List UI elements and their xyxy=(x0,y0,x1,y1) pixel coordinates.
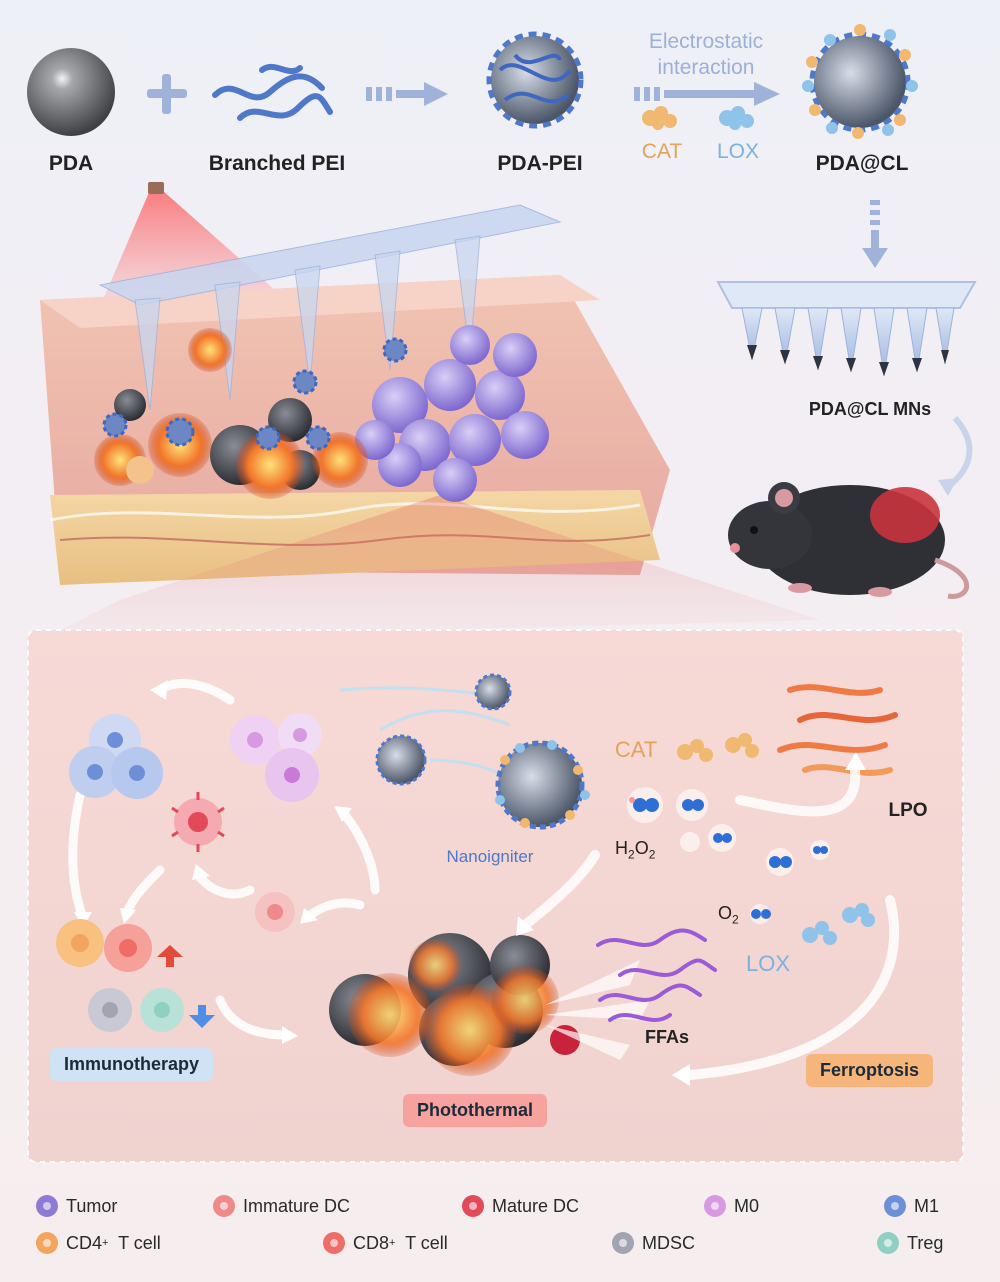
burning-tumor-in-skin xyxy=(94,328,368,499)
pda-cl-particle xyxy=(802,24,918,139)
curved-arrow-to-mouse xyxy=(948,415,973,488)
dashed-arrow-1 xyxy=(366,82,448,106)
down-arrow-to-mns xyxy=(862,200,888,268)
cat-enzymes xyxy=(677,733,759,762)
m0-macrophages xyxy=(230,713,322,802)
pda-cl-label: PDA@CL xyxy=(815,152,909,175)
legend-item-immature-dc: Immature DC xyxy=(213,1195,350,1217)
branched-pei-label: Branched PEI xyxy=(208,152,346,175)
legend-item-mdsc: MDSC xyxy=(612,1232,695,1254)
lox-enzyme-small xyxy=(719,106,754,130)
plus-sign xyxy=(147,74,187,114)
legend: Tumor Immature DC Mature DC M0 M1 CD4+ T… xyxy=(0,1185,1000,1275)
microneedle-patch xyxy=(716,281,977,377)
cat-label: CAT xyxy=(614,737,658,762)
m1-macrophages xyxy=(69,714,163,799)
nanoparticles-in-skin xyxy=(102,337,408,451)
cat-label-top: CAT xyxy=(641,140,683,163)
legend-item-cd4: CD4+ T cell xyxy=(36,1232,161,1254)
immature-dc-legend-icon xyxy=(213,1195,235,1217)
ferroptosis-arrows xyxy=(520,765,900,1080)
lox-label-top: LOX xyxy=(716,140,760,163)
pda-pei-label: PDA-PEI xyxy=(497,152,583,175)
lox-enzymes xyxy=(802,903,875,945)
treg-legend-icon xyxy=(877,1232,899,1254)
electrostatic-label: Electrostatic xyxy=(648,30,764,53)
tumor-legend-icon xyxy=(36,1195,58,1217)
nanoigniter-particles xyxy=(375,673,590,830)
ferroptosis-arrowheads xyxy=(516,752,866,1086)
legend-item-mature-dc: Mature DC xyxy=(462,1195,579,1217)
ffas-label: FFAs xyxy=(644,1027,690,1047)
curved-arrow-head xyxy=(938,478,958,496)
immature-dc-cell xyxy=(255,892,295,932)
legend-item-tumor: Tumor xyxy=(36,1195,117,1217)
immune-cycle-arrowheads xyxy=(74,680,352,1044)
photothermal-pill: Photothermal xyxy=(403,1094,548,1127)
ferroptosis-pill: Ferroptosis xyxy=(806,1054,934,1087)
pda-cl-mns-label: PDA@CL MNs xyxy=(808,399,932,419)
burning-tumor xyxy=(329,933,580,1076)
o2-molecules xyxy=(750,840,830,924)
o2-label: O2 xyxy=(718,903,739,927)
cd4-legend-icon xyxy=(36,1232,58,1254)
lpo-label: LPO xyxy=(888,800,928,821)
zoom-wedge xyxy=(40,495,820,640)
legend-item-treg: Treg xyxy=(877,1232,943,1254)
pda-sphere xyxy=(27,48,115,136)
mature-dc-cell xyxy=(171,792,225,852)
pda-label: PDA xyxy=(48,152,94,175)
tumor-cluster-in-skin xyxy=(355,325,549,502)
m1-legend-icon xyxy=(884,1195,906,1217)
lox-label: LOX xyxy=(745,951,791,976)
h2o2-molecules xyxy=(627,787,736,852)
pda-pei-particle xyxy=(486,31,584,129)
down-arrow-icon xyxy=(189,1005,215,1028)
legend-item-m1: M1 xyxy=(884,1195,939,1217)
m0-legend-icon xyxy=(704,1195,726,1217)
mdsc-legend-icon xyxy=(612,1232,634,1254)
ffa-chains xyxy=(596,928,717,1022)
legend-item-cd8: CD8+ T cell xyxy=(323,1232,448,1254)
t-cells-up xyxy=(56,919,152,972)
up-arrow-icon xyxy=(157,945,183,967)
mdsc-treg-cells xyxy=(88,988,184,1032)
branched-pei-strands xyxy=(212,63,333,121)
legend-item-m0: M0 xyxy=(704,1195,759,1217)
mouse-illustration xyxy=(728,482,970,599)
dashed-arrow-2 xyxy=(634,82,780,106)
cat-enzyme-small xyxy=(642,106,677,130)
cd8-legend-icon xyxy=(323,1232,345,1254)
mature-dc-legend-icon xyxy=(462,1195,484,1217)
nanoigniter-label: Nanoigniter xyxy=(446,847,534,866)
immunotherapy-pill: Immunotherapy xyxy=(50,1048,214,1081)
interaction-label: interaction xyxy=(657,56,755,79)
h2o2-label: H2O2 xyxy=(615,838,656,862)
